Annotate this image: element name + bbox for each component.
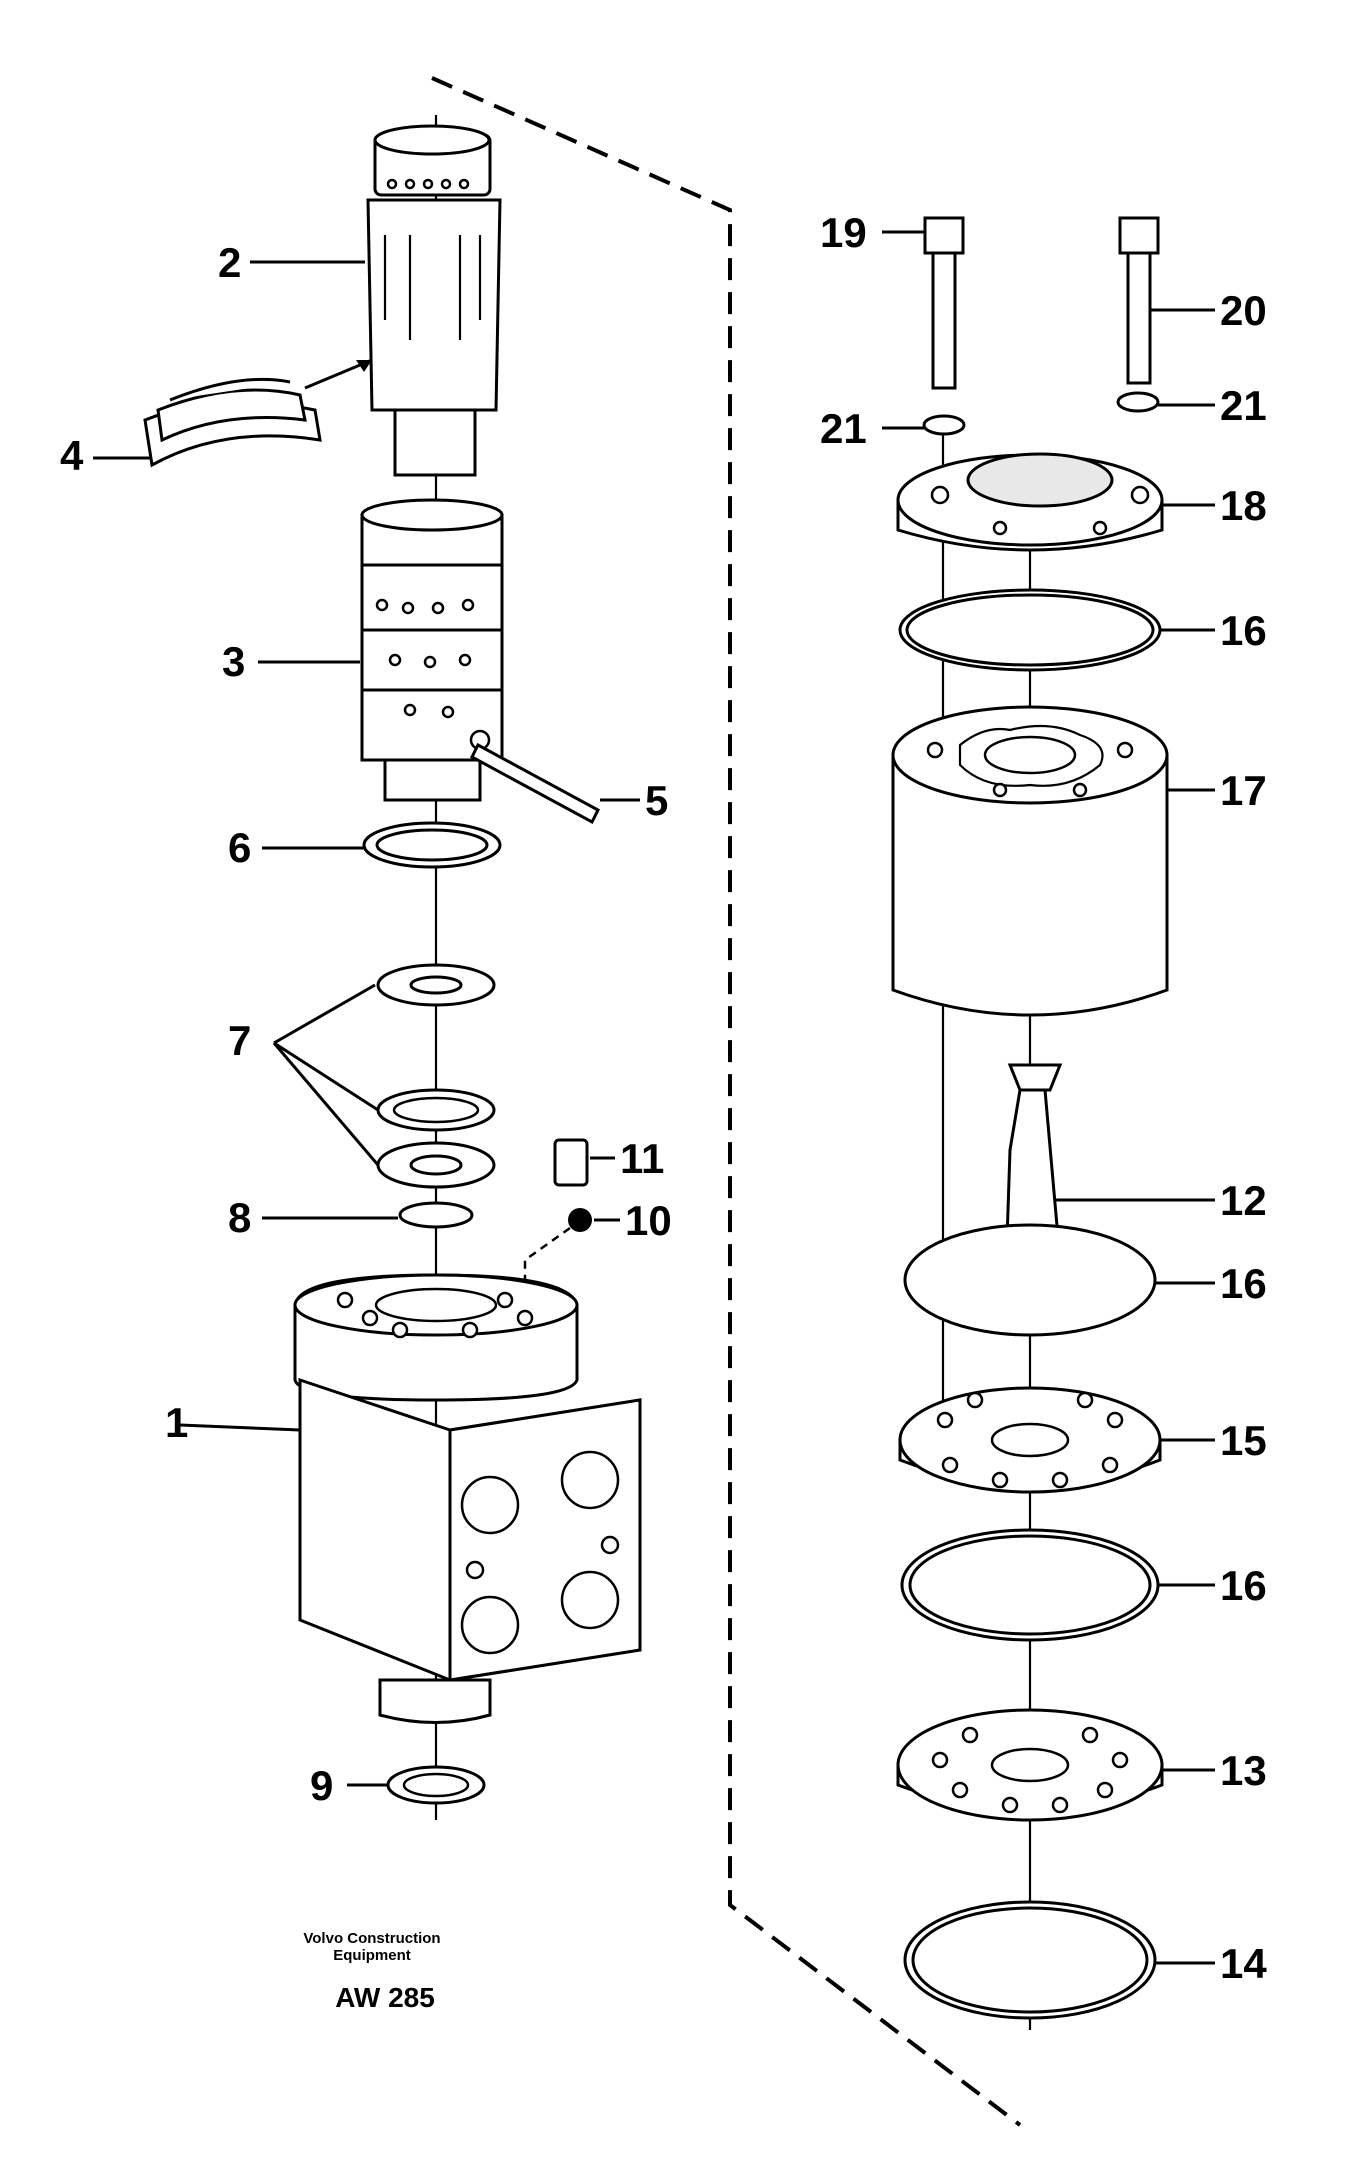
callout-13: 13: [1220, 1747, 1267, 1794]
callout-6: 6: [228, 824, 251, 871]
caption-code: AW 285: [335, 1982, 435, 2013]
callout-17: 17: [1220, 767, 1267, 814]
callout-20: 20: [1220, 287, 1267, 334]
part-4-springs: [143, 358, 373, 468]
part-3-sleeve: [360, 498, 504, 802]
part-5-pin: [470, 742, 640, 825]
part-6-ring: [262, 821, 502, 869]
part-15-distributor-plate: [898, 1386, 1215, 1494]
caption-company-line2: Equipment: [333, 1947, 411, 1964]
part-21-washers: [882, 391, 1215, 436]
part-8-o-ring: [262, 1201, 474, 1229]
callout-15: 15: [1220, 1417, 1267, 1464]
part-11-plug: [553, 1138, 615, 1187]
callout-19: 19: [820, 209, 867, 256]
callout-10: 10: [625, 1197, 672, 1244]
callout-16b: 16: [1220, 1260, 1267, 1307]
callout-1: 1: [165, 1399, 188, 1446]
part-14-retaining-ring: [903, 1900, 1215, 2020]
part-2-spool: [366, 124, 502, 477]
callout-14: 14: [1220, 1940, 1267, 1987]
part-16-ring-c: [900, 1528, 1215, 1642]
callout-12: 12: [1220, 1177, 1267, 1224]
callout-16a: 16: [1220, 607, 1267, 654]
callout-21b: 21: [1220, 382, 1267, 429]
callout-4: 4: [60, 432, 84, 479]
callout-2: 2: [218, 239, 241, 286]
part-1-housing: [179, 1273, 642, 1724]
callout-7: 7: [228, 1017, 251, 1064]
caption-company-line1: Volvo Construction: [303, 1930, 440, 1947]
callout-16c: 16: [1220, 1562, 1267, 1609]
callout-9: 9: [310, 1762, 333, 1809]
callout-21a: 21: [820, 405, 867, 452]
part-16-ring-a: [898, 588, 1215, 672]
part-17-gear-set: [891, 705, 1215, 1017]
part-18-end-cover: [896, 452, 1215, 552]
part-20-bolt: [1118, 216, 1215, 385]
part-13-end-cap: [896, 1708, 1215, 1822]
part-10-ball: [523, 1208, 620, 1300]
callout-18: 18: [1220, 482, 1267, 529]
callout-3: 3: [222, 638, 245, 685]
part-7-bearing-washers: [272, 963, 496, 1189]
part-19-bolt: [882, 216, 965, 390]
callout-5: 5: [645, 777, 668, 824]
part-16-ring-b: [903, 1223, 1215, 1337]
callout-8: 8: [228, 1194, 251, 1241]
dashed-frame: [431, 76, 1022, 2127]
callout-11: 11: [620, 1135, 664, 1182]
